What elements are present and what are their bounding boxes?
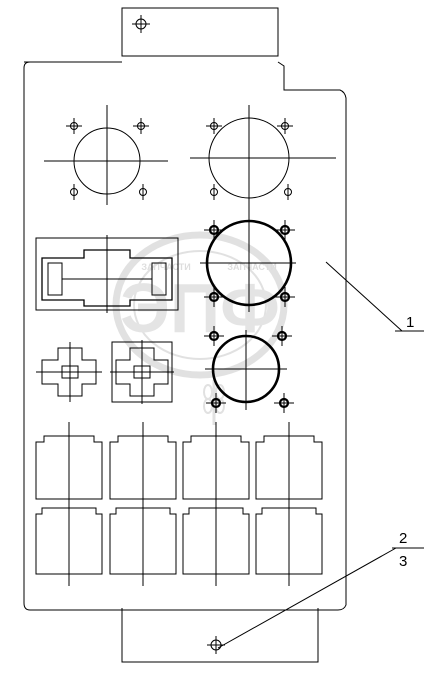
left-round-cutout: [44, 105, 168, 205]
gauge-upper-mount-holes: [204, 220, 295, 307]
gauge-cutout-lower: [205, 330, 287, 410]
top-tab-hole: [132, 15, 150, 33]
callout-2-3-leader: [217, 547, 424, 649]
watermark-wheat-grain: [203, 398, 213, 414]
watermark: ЭПФ ЗАПЧАСТИ ЗАПЧАСТИ: [112, 231, 288, 425]
callout-1-label: 1: [406, 314, 414, 331]
watermark-outer-ring: [112, 231, 288, 379]
watermark-inner-ring: [133, 250, 267, 360]
callout-3-label: 3: [399, 553, 407, 570]
panel-outline: [23, 61, 347, 611]
bottom-tab-hole: [207, 636, 225, 654]
left-cutout-mount-holes: [66, 118, 149, 200]
top-mounting-tab: [121, 7, 279, 57]
right-cutout-mount-holes: [206, 118, 293, 200]
callout-1-leader: [325, 261, 424, 332]
watermark-wheat-grain: [203, 384, 213, 400]
gauge-cutout-upper: [200, 215, 296, 312]
callout-2-label: 2: [399, 530, 407, 547]
switch-cutout: [35, 235, 179, 313]
watermark-text-right: ЗАПЧАСТИ: [227, 262, 276, 272]
fuse-cutouts-lower-row: [35, 506, 323, 586]
bottom-mounting-tab: [121, 608, 319, 663]
fuse-cutouts-upper-row: [35, 422, 323, 510]
watermark-brand: ЭПФ: [120, 269, 280, 347]
gauge-lower-mount-holes: [204, 326, 294, 413]
cross-cutout-left: [36, 342, 102, 402]
right-round-cutout: [190, 105, 336, 215]
cross-cutout-right: [110, 340, 174, 404]
